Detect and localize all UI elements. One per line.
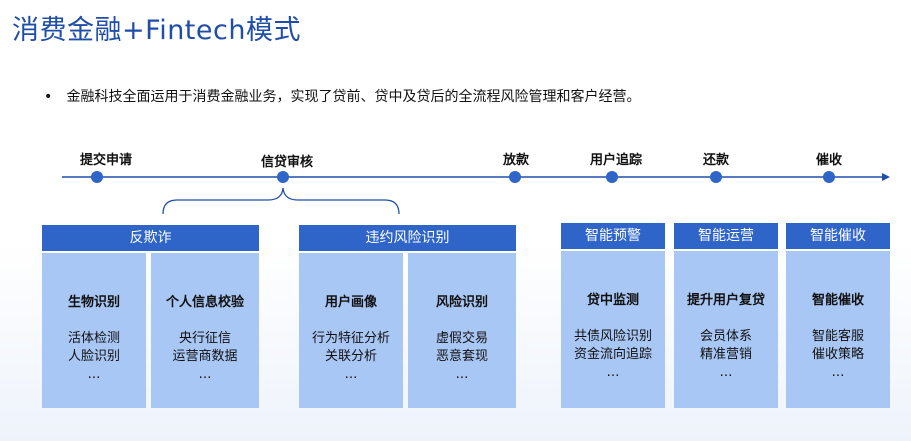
panel-ellipsis: … xyxy=(455,367,469,382)
group-header-anti-fraud: 反欺诈 xyxy=(42,225,259,251)
panel-ellipsis: … xyxy=(719,365,733,380)
panel-ellipsis: … xyxy=(606,365,620,380)
bullet-row: • 金融科技全面运用于消费金融业务，实现了贷前、贷中及贷后的全流程风险管理和客户… xyxy=(44,86,640,106)
bullet-text: 金融科技全面运用于消费金融业务，实现了贷前、贷中及贷后的全流程风险管理和客户经营… xyxy=(66,89,641,105)
panel-ellipsis: … xyxy=(344,367,358,382)
panel-line: 关联分析 xyxy=(324,349,377,364)
panel-line: 运营商数据 xyxy=(172,349,238,364)
panel-line: 虚假交易 xyxy=(435,331,488,346)
panel-heading: 用户画像 xyxy=(324,295,377,310)
panel-personal-info: 个人信息校验 央行征信 运营商数据 … xyxy=(151,253,259,408)
stage-dot-2 xyxy=(277,171,289,183)
bullet-dot: • xyxy=(44,89,53,105)
stage-label-5: 还款 xyxy=(702,153,730,168)
panel-ellipsis: … xyxy=(198,367,212,382)
panel-biometric: 生物识别 活体检测 人脸识别 … xyxy=(42,253,146,408)
panel-line: 会员体系 xyxy=(699,329,752,344)
stage-dot-1 xyxy=(91,171,103,183)
panel-line: 恶意套现 xyxy=(435,349,488,364)
stage-label-2: 信贷审核 xyxy=(260,155,314,170)
panel-reloan: 提升用户复贷 会员体系 精准营销 … xyxy=(674,251,778,408)
panel-user-profile: 用户画像 行为特征分析 关联分析 … xyxy=(299,253,403,408)
panel-line: 人脸识别 xyxy=(67,349,120,364)
panel-heading: 生物识别 xyxy=(67,295,120,310)
stage-label-4: 用户追踪 xyxy=(589,153,643,168)
panel-in-loan-monitor: 贷中监测 共债风险识别 资金流向追踪 … xyxy=(561,251,665,408)
panel-heading: 提升用户复贷 xyxy=(686,293,765,308)
panel-heading: 风险识别 xyxy=(435,295,488,310)
review-bracket xyxy=(162,187,400,215)
stage-label-3: 放款 xyxy=(502,153,530,168)
panel-heading: 贷中监测 xyxy=(586,293,639,308)
stage-dot-3 xyxy=(509,171,521,183)
panel-line: 精准营销 xyxy=(699,347,752,362)
stage-dot-4 xyxy=(606,171,618,183)
panel-heading: 智能催收 xyxy=(811,293,864,308)
panel-risk-identify: 风险识别 虚假交易 恶意套现 … xyxy=(408,253,516,408)
panel-heading: 个人信息校验 xyxy=(165,295,244,310)
timeline-arrowhead xyxy=(882,173,890,181)
group-header-smart-operation: 智能运营 xyxy=(674,223,778,249)
group-header-smart-collection: 智能催收 xyxy=(786,223,890,249)
group-header-smart-warning: 智能预警 xyxy=(561,223,665,249)
stage-dot-6 xyxy=(823,171,835,183)
stage-dot-5 xyxy=(710,171,722,183)
panel-ellipsis: … xyxy=(831,365,845,380)
panel-line: 共债风险识别 xyxy=(573,329,652,344)
panel-line: 行为特征分析 xyxy=(311,331,390,346)
panel-line: 活体检测 xyxy=(67,331,120,346)
stage-label-1: 提交申请 xyxy=(79,153,133,168)
panel-smart-collection: 智能催收 智能客服 催收策略 … xyxy=(786,251,890,408)
page-title: 消费金融+Fintech模式 xyxy=(12,15,301,46)
panel-line: 催收策略 xyxy=(811,347,864,362)
group-header-default-risk: 违约风险识别 xyxy=(299,225,516,251)
panel-line: 智能客服 xyxy=(811,329,864,344)
panel-line: 央行征信 xyxy=(178,331,231,346)
stage-label-6: 催收 xyxy=(815,153,843,168)
panel-ellipsis: … xyxy=(87,367,101,382)
panel-line: 资金流向追踪 xyxy=(573,347,652,362)
